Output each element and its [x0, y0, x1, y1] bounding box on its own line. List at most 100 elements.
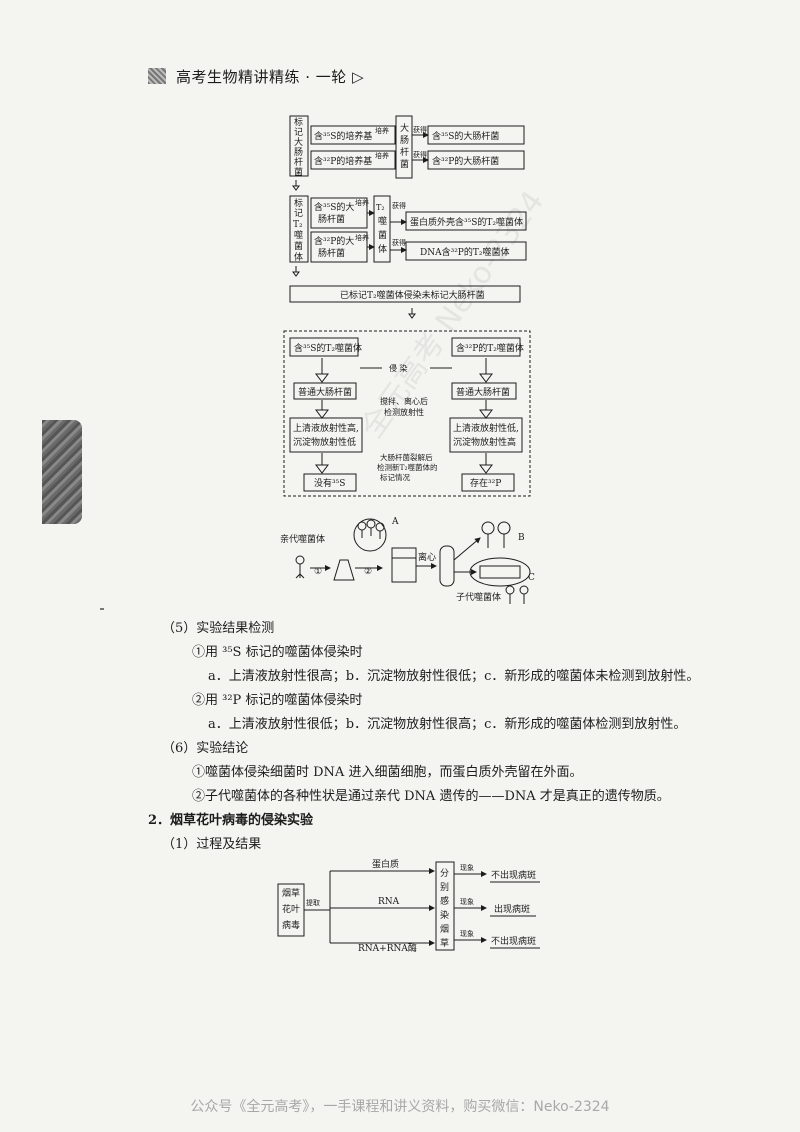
- section-5-item-2a: a．上清液放射性很低；b．沉淀物放射性很高；c．新形成的噬菌体检测到放射性。: [208, 717, 687, 732]
- tob-v-5: 烟: [440, 923, 449, 935]
- text-lyse-a: 大肠杆菌裂解后: [380, 452, 433, 462]
- ecoli-v-2: 肠: [400, 135, 409, 146]
- section-6-item-2: ②子代噬菌体的各种性状是通过亲代 DNA 遗传的——DNA 才是真正的遗传物质。: [192, 789, 670, 804]
- tob-v-6: 草: [440, 937, 449, 949]
- text-right-res-a: 上清液放射性低,: [453, 422, 519, 434]
- text-label-b: B: [518, 533, 525, 543]
- text-tmv-3: 病毒: [282, 919, 300, 931]
- page-footer: 公众号《全元高考》，一手课程和讲义资料，购买微信：Neko-2324: [190, 1099, 610, 1115]
- text-tmv-2: 花叶: [282, 903, 300, 915]
- box-right-ecoli: [451, 382, 517, 400]
- tob-v-3: 感: [440, 895, 449, 907]
- tob-v-4: 染: [440, 909, 449, 921]
- box-left-ecoli: [293, 382, 357, 400]
- text-stir-b: 检测放射性: [384, 407, 424, 417]
- text-phenomenon-3: 现象: [460, 929, 474, 938]
- text-p-ecoli: 含³²P的大肠杆菌: [432, 155, 499, 167]
- label-phage-6: 体: [294, 251, 303, 263]
- label-ecoli-6: 菌: [294, 166, 303, 178]
- section-5-item-1a: a．上清液放射性很高；b．沉淀物放射性很低；c．新形成的噬菌体未检测到放射性。: [208, 669, 700, 684]
- tob-v-1: 分: [440, 868, 449, 879]
- box-ecoli-vertical: [395, 115, 413, 179]
- label-box-phage: [289, 195, 309, 263]
- section-2-heading: 2．烟草花叶病毒的侵染实验: [148, 813, 314, 828]
- text-extract: 提取: [306, 898, 320, 907]
- text-obtain-1: 获得: [413, 125, 427, 134]
- section-5-item-1: ①用 ³⁵S 标记的噬菌体侵染时: [192, 645, 363, 660]
- phage-illustration: [295, 518, 531, 604]
- text-s-ecoli: 含³⁵S的大肠杆菌: [432, 130, 499, 142]
- text-right-ecoli: 普通大肠杆菌: [456, 386, 510, 398]
- phage-v-3: 菌: [378, 229, 387, 241]
- text-right-phage: 含³²P的T₂噬菌体: [456, 342, 524, 354]
- text-obtain-2: 获得: [413, 150, 427, 159]
- text-rna: RNA: [378, 897, 400, 907]
- box-right-final: [461, 473, 515, 492]
- text-p-medium: 含³²P的培养基: [314, 155, 372, 167]
- phage-v-4: 体: [378, 243, 387, 255]
- scan-mark: [100, 608, 104, 610]
- text-obtain-4: 获得: [392, 238, 406, 247]
- text-lyse-c: 标记情况: [380, 472, 410, 482]
- header-logo-icon: [148, 68, 166, 84]
- box-right-phage: [451, 337, 521, 357]
- text-p-ecoli-2b: 肠杆菌: [318, 247, 345, 259]
- label-phage-2: 记: [294, 208, 303, 219]
- experiment-frame: [283, 330, 531, 497]
- label-phage-1: 标: [294, 197, 303, 209]
- text-rna-enzyme: RNA+RNA酶: [358, 942, 417, 954]
- text-p-ecoli-2a: 含³²P的大: [314, 235, 354, 247]
- text-step2: ②: [364, 567, 372, 577]
- tob-v-2: 别: [440, 882, 449, 893]
- text-res3: 不出现病斑: [491, 935, 536, 947]
- text-protein: 蛋白质: [372, 858, 399, 870]
- text-res2: 出现病斑: [494, 903, 530, 915]
- text-culture-3: 培养: [355, 198, 369, 207]
- box-p-medium: [310, 150, 396, 170]
- text-tmv-1: 烟草: [282, 887, 300, 899]
- text-left-res-b: 沉淀物放射性低: [293, 436, 356, 448]
- label-ecoli-5: 杆: [294, 156, 303, 168]
- text-obtain-3: 获得: [392, 201, 406, 210]
- text-res1: 不出现病斑: [491, 869, 536, 881]
- text-right-res-b: 沉淀物放射性高: [453, 436, 516, 448]
- text-offspring: 子代噬菌体: [456, 591, 501, 603]
- box-infect-tobacco: [435, 861, 455, 951]
- text-p-phage: DNA含³²P的T₂噬菌体: [420, 246, 509, 258]
- section-2-1-heading: （1）过程及结果: [162, 837, 262, 852]
- side-tab-icon: [42, 420, 82, 524]
- label-ecoli-1: 标: [294, 116, 303, 128]
- text-culture-2: 培养: [375, 151, 389, 160]
- text-left-ecoli: 普通大肠杆菌: [298, 386, 352, 398]
- ecoli-v-3: 杆: [400, 146, 409, 158]
- label-ecoli-4: 肠: [294, 147, 303, 158]
- text-left-phage: 含³⁵S的T₂噬菌体: [294, 342, 362, 354]
- phage-v-2: 噬: [378, 215, 387, 227]
- text-phenomenon-2: 现象: [460, 897, 474, 906]
- label-box-ecoli: [289, 115, 309, 177]
- text-step1: ①: [314, 567, 322, 577]
- section-5-item-2: ②用 ³²P 标记的噬菌体侵染时: [192, 693, 363, 708]
- box-phage-vertical: [373, 195, 391, 263]
- text-s-phage: 蛋白质外壳含³⁵S的T₂噬菌体: [410, 216, 523, 228]
- box-p-phage: [405, 241, 527, 261]
- text-culture-4: 培养: [355, 233, 369, 242]
- label-phage-5: 菌: [294, 240, 303, 252]
- section-6-heading: （6）实验结论: [162, 741, 249, 756]
- text-s-ecoli-2b: 肠杆菌: [318, 213, 345, 225]
- text-left-res-a: 上清液放射性高,: [293, 422, 359, 434]
- section-6-item-1: ①噬菌体侵染细菌时 DNA 进入细菌细胞，而蛋白质外壳留在外面。: [192, 765, 583, 780]
- flow-arrows: [292, 180, 493, 474]
- text-lyse-b: 检测新T₂噬菌体的: [377, 462, 438, 472]
- text-label-c: C: [528, 573, 535, 583]
- phage-v-1: T₂: [376, 203, 385, 212]
- text-phenomenon-1: 现象: [460, 863, 474, 872]
- text-left-final: 没有³⁵S: [314, 477, 345, 489]
- label-phage-3: T₂: [293, 220, 303, 230]
- box-left-result: [289, 417, 363, 453]
- label-phage-4: 噬: [294, 229, 303, 241]
- page-header-title: 高考生物精讲精练 · 一轮 ▷: [176, 68, 365, 86]
- text-s-medium: 含³⁵S的培养基: [314, 130, 372, 142]
- ecoli-v-1: 大: [400, 122, 409, 134]
